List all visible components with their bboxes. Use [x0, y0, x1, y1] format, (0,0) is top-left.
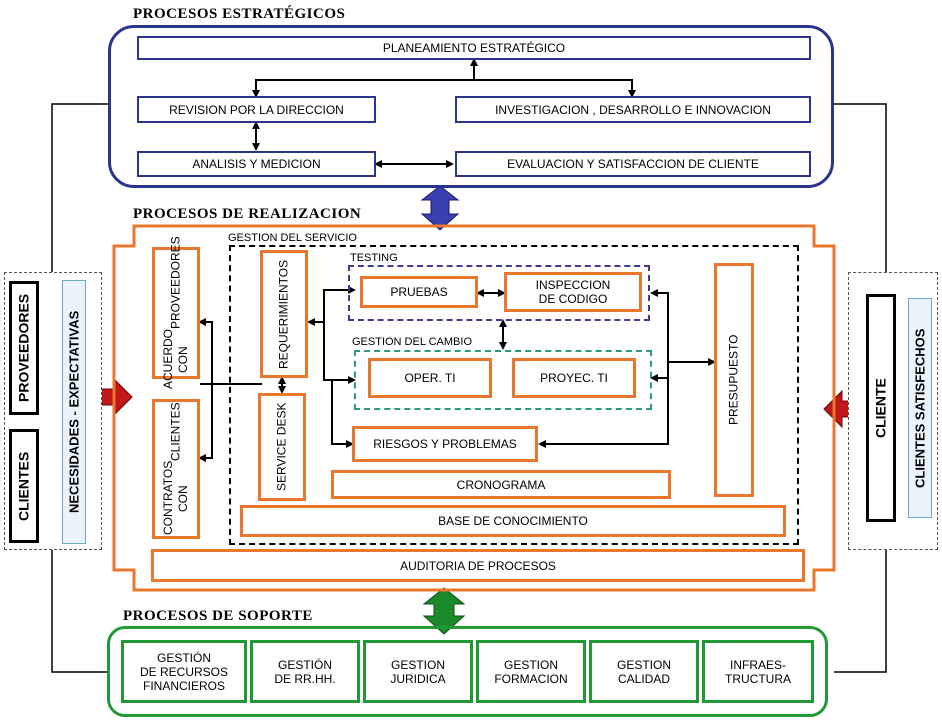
client-contracts-box: CONTRATOS CON CLIENTES	[152, 399, 200, 539]
suppliers-box: PROVEEDORES	[9, 281, 39, 415]
satisfied-clients-box: CLIENTES SATISFECHOS	[908, 298, 932, 518]
arrow-review-research	[252, 79, 636, 98]
support-finance-box: GESTIÓN DE RECURSOS FINANCIEROS	[121, 640, 247, 703]
supplier-agreement-box: ACUERDO CON PROVEEDORES	[152, 237, 200, 389]
support-infrastructure-box: INFRAES- TRUCTURA	[702, 640, 814, 703]
risks-box: RIESGOS Y PROBLEMAS	[352, 426, 538, 462]
planning-box: PLANEAMIENTO ESTRATÉGICO	[137, 36, 811, 60]
tests-box: PRUEBAS	[360, 276, 478, 308]
strategic-container	[108, 25, 834, 188]
code-inspection-box: INSPECCION DE CODIGO	[504, 272, 642, 312]
testing-container	[348, 265, 650, 321]
client-box: CLIENTE	[866, 294, 896, 522]
analysis-box: ANALISIS Y MEDICION	[137, 151, 376, 177]
clients-box: CLIENTES	[9, 429, 39, 543]
support-legal-box: GESTION JURIDICA	[363, 640, 473, 703]
testing-label: TESTING	[350, 252, 398, 264]
evaluation-box: EVALUACION Y SATISFACCION DE CLIENTE	[455, 151, 811, 177]
proyec-ti-box: PROYEC. TI	[512, 358, 636, 398]
schedule-box: CRONOGRAMA	[331, 470, 671, 499]
double-arrow-strategic	[420, 185, 460, 231]
support-hr-box: GESTIÓN DE RR.HH.	[250, 640, 360, 703]
oper-ti-box: OPER. TI	[368, 358, 492, 398]
requirements-box: REQUERIMIENTOS	[260, 250, 308, 378]
research-box: INVESTIGACION , DESARROLLO E INNOVACION	[455, 96, 811, 123]
knowledge-base-box: BASE DE CONOCIMIENTO	[240, 505, 786, 537]
support-container	[107, 626, 828, 717]
service-mgmt-label: GESTION DEL SERVICIO	[228, 232, 357, 244]
change-mgmt-container	[354, 350, 652, 410]
support-quality-box: GESTION CALIDAD	[589, 640, 699, 703]
service-desk-box: SERVICE DESK	[258, 393, 306, 501]
budget-box: PRESUPUESTO	[714, 263, 754, 497]
audit-box: AUDITORIA DE PROCESOS	[151, 549, 805, 582]
strategic-title: PROCESOS ESTRATÉGICOS	[133, 6, 346, 22]
review-box: REVISION POR LA DIRECCION	[137, 96, 376, 123]
support-title: PROCESOS DE SOPORTE	[123, 608, 313, 624]
needs-expectations-box: NECESIDADES - EXPECTATIVAS	[62, 280, 86, 544]
change-mgmt-label: GESTION DEL CAMBIO	[352, 336, 473, 348]
arrow-to-client-contracts	[198, 384, 213, 462]
support-training-box: GESTION FORMACION	[476, 640, 586, 703]
realization-title: PROCESOS DE REALIZACION	[133, 206, 362, 222]
bracket-contracts	[200, 321, 213, 385]
service-mgmt-container	[229, 245, 799, 545]
double-arrow-support	[422, 587, 466, 635]
